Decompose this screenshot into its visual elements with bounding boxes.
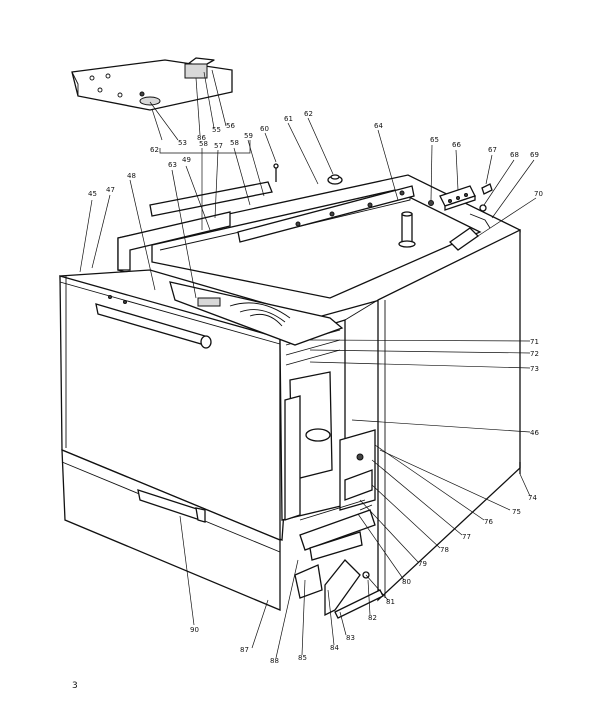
label-81: 81 xyxy=(386,598,395,606)
label-60: 60 xyxy=(260,125,269,133)
label-82: 82 xyxy=(368,614,377,622)
label-85: 85 xyxy=(298,654,307,662)
label-59: 59 xyxy=(244,132,253,140)
kick-panel xyxy=(61,449,281,611)
label-56: 56 xyxy=(226,122,235,130)
label-83: 83 xyxy=(346,634,355,642)
label-76: 76 xyxy=(484,518,493,526)
label-84: 84 xyxy=(330,644,339,652)
label-90: 90 xyxy=(190,626,199,634)
label-70: 70 xyxy=(534,190,543,198)
label-71: 71 xyxy=(530,338,539,346)
label-66: 66 xyxy=(452,141,461,149)
label-73: 73 xyxy=(530,365,539,373)
label-48: 48 xyxy=(127,172,136,180)
cabinet-body xyxy=(117,174,521,602)
label-74: 74 xyxy=(528,494,537,502)
front-door xyxy=(59,269,296,541)
label-72: 72 xyxy=(530,350,539,358)
label-58b: 58 xyxy=(230,139,239,147)
label-62b: 62 xyxy=(304,110,313,118)
page-mark: 3 xyxy=(72,681,78,691)
label-67: 67 xyxy=(488,146,497,154)
label-88: 88 xyxy=(270,657,279,665)
label-80: 80 xyxy=(402,578,411,586)
label-68: 68 xyxy=(510,151,519,159)
label-57: 57 xyxy=(214,142,223,150)
inner-chamber xyxy=(169,281,379,521)
label-53: 53 xyxy=(178,139,187,147)
label-58a: 58 xyxy=(199,140,208,148)
leader-lines xyxy=(79,117,537,659)
top-right-parts xyxy=(273,163,521,474)
label-77: 77 xyxy=(462,533,471,541)
label-49: 49 xyxy=(182,156,191,164)
label-62: 62 xyxy=(150,146,159,154)
label-79: 79 xyxy=(418,560,427,568)
label-63: 63 xyxy=(168,161,177,169)
label-45: 45 xyxy=(88,190,97,198)
label-75: 75 xyxy=(512,508,521,516)
label-55: 55 xyxy=(212,126,221,134)
label-61: 61 xyxy=(284,115,293,123)
label-47: 47 xyxy=(106,186,115,194)
label-65: 65 xyxy=(430,136,439,144)
label-86: 86 xyxy=(197,134,206,142)
top-cover-plate xyxy=(71,57,233,111)
label-64: 64 xyxy=(374,122,383,130)
label-46: 46 xyxy=(530,429,539,437)
lower-valve-assembly xyxy=(294,429,384,619)
label-87: 87 xyxy=(240,646,249,654)
label-78: 78 xyxy=(440,546,449,554)
part-labels: 62 53 86 55 56 58 57 58 59 60 61 62 63 6… xyxy=(72,110,543,691)
label-69: 69 xyxy=(530,151,539,159)
